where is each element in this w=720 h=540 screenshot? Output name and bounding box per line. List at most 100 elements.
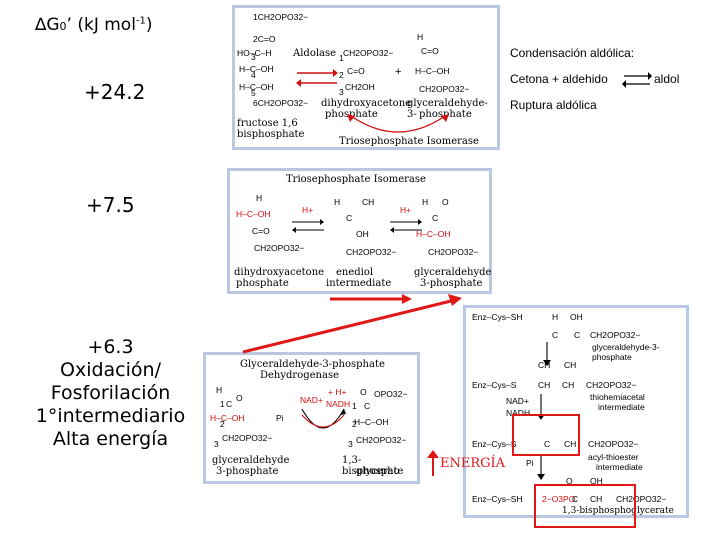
zero-sub: 0	[59, 20, 67, 33]
step-value-3: +6.3	[87, 336, 134, 358]
p1-frag-18: 3	[339, 87, 344, 97]
p1-product-b-1: glyceraldehyde-3-	[407, 98, 488, 120]
p4-frag-29: C	[572, 494, 579, 504]
p1-frag-2: HO–C–H	[237, 48, 272, 58]
note-reaction-left: Cetona + aldehido	[510, 72, 608, 86]
p3-frag-0: H	[216, 385, 223, 395]
p1-frag-5: 6CH2OPO32−	[253, 98, 309, 108]
p3-frag-19: 3	[348, 439, 353, 449]
p4-frag-27: OH	[590, 476, 603, 486]
p1-frag-10: C=O	[421, 46, 439, 56]
p4-frag-0: Enz–Cys–SH	[472, 312, 523, 322]
p1-substrate-1: fructose 1,6	[237, 118, 298, 129]
step-value-1: +24.2	[84, 80, 146, 104]
p1-frag-13: 3	[251, 52, 256, 62]
note-reverse: Ruptura aldólica	[510, 98, 597, 112]
p4-frag-30: CH	[590, 494, 603, 504]
p2-label-2a: enediol	[336, 267, 374, 278]
equilibrium-arrows-icon	[622, 72, 652, 88]
p4-frag-15: intermediate	[598, 402, 645, 412]
step-line-4: Alta energía	[52, 428, 169, 450]
unit-text: ’ (kJ mol	[66, 15, 136, 35]
energy-arrow-icon	[427, 450, 439, 476]
isomerase-curve-arrow-icon	[347, 114, 449, 133]
p4-frag-12: CH	[562, 380, 575, 390]
p4-frag-18: Enz–Cys–S	[472, 439, 517, 449]
p3-frag-2: C	[226, 399, 233, 409]
p3-frag-14: C	[364, 401, 371, 411]
p2-label-2b: intermediate	[326, 278, 392, 289]
p2-arrows-1-icon	[292, 219, 324, 233]
highlight-box-thioester	[512, 414, 580, 456]
p4-frag-22: acyl-thioester	[588, 452, 639, 462]
close-paren: )	[145, 15, 153, 35]
delta-g-header: ∆G0’ (kJ mol-1)	[35, 15, 153, 35]
p3-frag-18: 2	[352, 419, 357, 429]
p4-frag-16: NAD+	[506, 396, 529, 406]
p3-curved-arrows-icon	[301, 408, 346, 429]
highlight-box-product	[534, 484, 636, 528]
aldolase-panel: 1CH2OPO32− 2C=O HO–C–H H–C–OH H–C–OH 6CH…	[232, 5, 500, 150]
p4-frag-1: H	[552, 312, 559, 322]
delta-symbol: ∆G	[35, 15, 60, 35]
p4-frag-7: phosphate	[592, 352, 632, 362]
p3-frag-1: O	[236, 393, 243, 403]
note-title: Condensación aldólica:	[510, 46, 635, 60]
p4-frag-11: CH	[538, 380, 551, 390]
p1-enzyme: Aldolase	[293, 48, 337, 59]
p3-frag-10: + H+	[328, 387, 347, 397]
p2-frag-8: CH2OPO32−	[346, 247, 397, 257]
p2-frag-4: H	[334, 197, 341, 207]
p4-frag-4: C	[574, 330, 581, 340]
p2-frag-12: H–C–OH	[416, 229, 451, 239]
p3-frag-4: CH2OPO32−	[222, 433, 273, 443]
p4-frag-6: glyceraldehyde-3-	[592, 342, 660, 352]
p4-frag-3: C	[552, 330, 559, 340]
p4-frag-2: OH	[570, 312, 583, 322]
p1-frag-9: H	[417, 32, 424, 42]
p2-frag-6: C	[346, 213, 353, 223]
p1-frag-17: 2	[339, 70, 344, 80]
p4-frag-14: thiohemiacetal	[590, 392, 645, 402]
p1-frag-12: CH2OPO32−	[419, 84, 470, 94]
p3-frag-5: 1	[220, 399, 225, 409]
p1-frag-1: 2C=O	[253, 34, 276, 44]
p1-isomerase: Triosephosphate Isomerase	[339, 136, 479, 147]
p4-frag-25: Enz–Cys–SH	[472, 494, 523, 504]
connector-diagonal-arrow	[242, 298, 456, 354]
p2-frag-1: H–C–OH	[236, 209, 271, 219]
p2-frag-5: CH	[362, 197, 375, 207]
p3-frag-8: NAD+	[300, 395, 323, 405]
note-reaction-right: aldol	[654, 72, 680, 86]
p2-label-3b: 3-phosphate	[420, 278, 483, 289]
step-line-3: 1°intermediario	[35, 405, 186, 427]
p4-frag-31: CH2OPO32−	[616, 494, 667, 504]
p1-frag-0: 1CH2OPO32−	[253, 12, 309, 22]
p1-product-b-2: phosphate	[419, 109, 472, 120]
p2-frag-13: CH2OPO32−	[428, 247, 479, 257]
p4-arrow-down-3-icon	[537, 454, 545, 480]
p3-title-2: Dehydrogenase	[260, 370, 339, 381]
p3-frag-17: 1	[352, 401, 357, 411]
p1-product-a-2: phosphate	[325, 109, 378, 120]
p4-frag-32: 1,3-bisphosphoglycerate	[562, 506, 674, 516]
step-value-2: +7.5	[86, 193, 135, 217]
p2-frag-0: H	[256, 193, 263, 203]
p1-frag-6: CH2OPO32−	[343, 48, 394, 58]
p3-frag-9: NADH	[326, 399, 351, 409]
p1-frag-7: C=O	[347, 66, 365, 76]
p3-label-1b: 3-phosphate	[216, 466, 279, 477]
p2-frag-15: H+	[400, 205, 412, 215]
p3-label-1a: glyceraldehyde	[212, 455, 290, 466]
p1-frag-11: H–C–OH	[415, 66, 450, 76]
p2-title: Triosephosphate Isomerase	[286, 174, 426, 185]
p3-label-2b: glycerate	[356, 466, 404, 477]
p3-frag-7: 3	[214, 439, 219, 449]
aldolase-arrows-icon	[296, 69, 338, 87]
p2-label-1b: phosphate	[236, 278, 289, 289]
p2-frag-3: CH2OPO32−	[254, 243, 305, 253]
p1-frag-8: CH2OH	[345, 82, 375, 92]
mechanism-panel: Enz–Cys–SH H OH C C CH2OPO32− glyceralde…	[463, 305, 689, 518]
p1-plus: +	[395, 66, 402, 78]
